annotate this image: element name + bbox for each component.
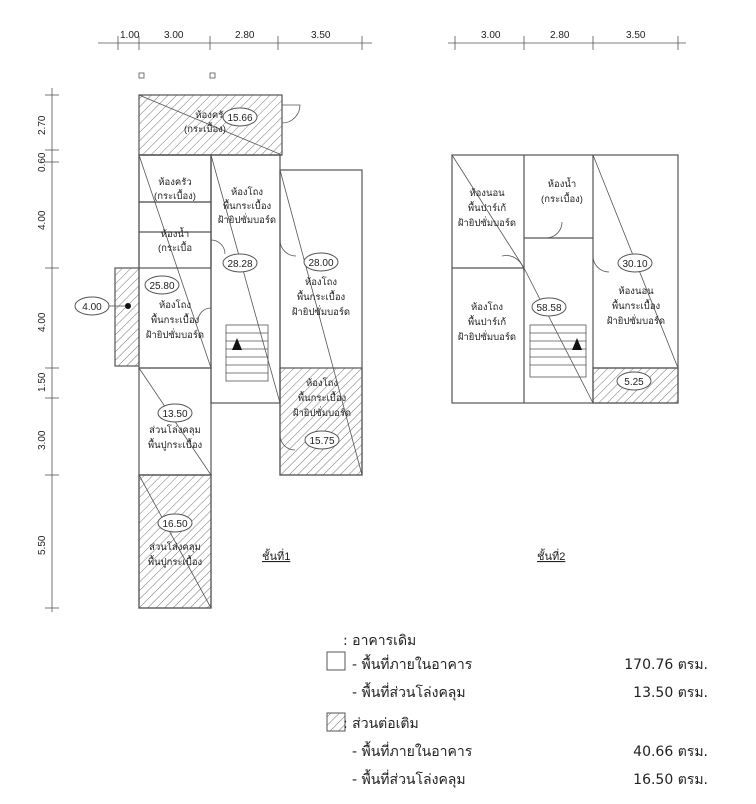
area-bubble: 58.58 bbox=[531, 297, 567, 317]
dim-f1-top-4: 3.50 bbox=[311, 30, 331, 41]
room-hall-right-floor: พื้นกระเบื้อง bbox=[297, 290, 345, 303]
room-hall-mid-name: ห้องโถง bbox=[231, 186, 263, 198]
room-kitchen-floor: (กระเบื้อง) bbox=[154, 189, 196, 202]
room-bath1-name: ห้องน้ำ bbox=[161, 227, 189, 240]
top-dimension-line-floor1 bbox=[98, 36, 372, 50]
column-marker bbox=[125, 303, 131, 309]
legend-extension-open-value: 16.50 ตรม. bbox=[633, 772, 708, 788]
room-hall-left-name: ห้องโถง bbox=[159, 299, 191, 311]
stair-arrow-icon bbox=[232, 338, 242, 350]
svg-text:5.25: 5.25 bbox=[624, 377, 644, 388]
dim-left-5: 1.50 bbox=[37, 372, 48, 392]
legend-swatch-extension bbox=[326, 712, 346, 732]
dim-f1-top-2: 3.00 bbox=[164, 30, 184, 41]
svg-text:15.75: 15.75 bbox=[309, 436, 334, 447]
room-bath1-floor: (กระเบื้อ bbox=[158, 241, 192, 254]
stair-arrow-icon-floor2 bbox=[572, 338, 582, 350]
room-bed1-ceiling: ฝ้ายิปซั่มบอร์ด bbox=[458, 216, 516, 229]
area-bubble: 25.80 bbox=[144, 275, 180, 295]
room-hall-mid-ceiling: ฝ้ายิปซั่มบอร์ด bbox=[218, 213, 276, 226]
room-hall2-ceiling: ฝ้ายิปซั่มบอร์ด bbox=[458, 330, 516, 343]
room-hall-right-name: ห้องโถง bbox=[305, 276, 337, 288]
area-bubble: 28.00 bbox=[303, 252, 339, 272]
legend-extension-interior-label: - พื้นที่ภายในอาคาร bbox=[352, 744, 473, 760]
room-porch-floor: พื้นปูกระเบื้อง bbox=[148, 438, 202, 451]
svg-text:13.50: 13.50 bbox=[162, 409, 187, 420]
room-bath2-floor: (กระเบื้อง) bbox=[541, 192, 583, 205]
room-kitchen-top-floor: (กระเบื้อง) bbox=[184, 122, 226, 135]
dim-left-3: 4.00 bbox=[37, 210, 48, 230]
room-bed1-name: ห้องนอน bbox=[469, 188, 505, 199]
room-hall-ext-name: ห้องโถง bbox=[306, 377, 338, 389]
legend-extension-open-label: - พื้นที่ส่วนโล่งคลุม bbox=[352, 772, 466, 788]
room-bed2-floor: พื้นกระเบื้อง bbox=[612, 299, 660, 312]
room-hall-ext-ceiling: ฝ้ายิปซั่มบอร์ด bbox=[293, 406, 351, 419]
floor1-plan bbox=[114, 72, 363, 609]
room-porch-name: ส่วนโล่งคลุม bbox=[149, 424, 201, 436]
svg-text:58.58: 58.58 bbox=[536, 303, 561, 314]
svg-text:16.50: 16.50 bbox=[162, 519, 187, 530]
area-bubble: 15.66 bbox=[222, 107, 258, 127]
room-porch-ext-name: ส่วนโล่งคลุม bbox=[149, 541, 201, 553]
room-hall-ext-floor: พื้นกระเบื้อง bbox=[298, 391, 346, 404]
legend-existing-open-label: - พื้นที่ส่วนโล่งคลุม bbox=[352, 685, 466, 701]
dim-left-7: 5.50 bbox=[37, 535, 48, 555]
room-bath2-name: ห้องน้ำ bbox=[548, 177, 576, 190]
dim-left-6: 3.00 bbox=[37, 430, 48, 450]
svg-text:25.80: 25.80 bbox=[149, 281, 174, 292]
room-hall-left-floor: พื้นกระเบื้อง bbox=[151, 313, 199, 326]
top-dimension-line-floor2 bbox=[448, 36, 686, 50]
legend-swatch-existing bbox=[326, 651, 346, 671]
room-hall2-floor: พื้นปาร์เก้ bbox=[468, 315, 506, 328]
left-dimension-line bbox=[45, 88, 59, 612]
legend-existing-interior-label: - พื้นที่ภายในอาคาร bbox=[352, 657, 473, 673]
area-bubble: 30.10 bbox=[617, 253, 653, 273]
hatch-side-extension bbox=[114, 267, 140, 367]
dim-left-4: 4.00 bbox=[37, 312, 48, 332]
dim-f2-top-1: 3.00 bbox=[481, 30, 501, 41]
svg-text:4.00: 4.00 bbox=[82, 302, 102, 313]
svg-text:28.00: 28.00 bbox=[308, 258, 333, 269]
room-kitchen-top-name: ห้องครัว bbox=[195, 110, 228, 121]
dim-f1-top-3: 2.80 bbox=[235, 30, 255, 41]
legend-existing-heading: : อาคารเดิม bbox=[343, 633, 417, 649]
room-hall-mid-floor: พื้นกระเบื้อง bbox=[223, 199, 271, 212]
legend-extension-heading: : ส่วนต่อเติม bbox=[343, 716, 419, 732]
floor2-title: ชั้นที่2 bbox=[537, 548, 565, 563]
room-hall2-name: ห้องโถง bbox=[471, 301, 503, 313]
area-bubble: 13.50 bbox=[157, 403, 193, 423]
area-bubble: 16.50 bbox=[157, 513, 193, 533]
room-bed1-floor: พื้นปาร์เก้ bbox=[468, 201, 506, 214]
room-bed2-name: ห้องนอน bbox=[618, 286, 654, 297]
room-kitchen-name: ห้องครัว bbox=[158, 177, 191, 188]
legend-existing-interior-value: 170.76 ตรม. bbox=[624, 657, 708, 673]
area-bubble: 4.00 bbox=[74, 296, 110, 316]
room-bed2-ceiling: ฝ้ายิปซั่มบอร์ด bbox=[607, 314, 665, 327]
svg-text:30.10: 30.10 bbox=[622, 259, 647, 270]
floor1-title: ชั้นที่1 bbox=[262, 548, 290, 563]
legend-existing-open-value: 13.50 ตรม. bbox=[633, 685, 708, 701]
svg-text:15.66: 15.66 bbox=[227, 113, 252, 124]
area-bubble: 28.28 bbox=[222, 253, 258, 273]
dim-f2-top-3: 3.50 bbox=[626, 30, 646, 41]
room-porch-ext-floor: พื้นปูกระเบื้อง bbox=[148, 555, 202, 568]
room-hall-left-ceiling: ฝ้ายิปซั่มบอร์ด bbox=[146, 328, 204, 341]
dim-f1-top-1: 1.00 bbox=[120, 30, 140, 41]
dim-left-2: 0.60 bbox=[37, 152, 48, 172]
dim-f2-top-2: 2.80 bbox=[550, 30, 570, 41]
area-bubble: 5.25 bbox=[616, 371, 652, 391]
svg-text:28.28: 28.28 bbox=[227, 259, 252, 270]
area-bubble: 15.75 bbox=[304, 430, 340, 450]
room-hall-right-ceiling: ฝ้ายิปซั่มบอร์ด bbox=[292, 305, 350, 318]
dim-left-1: 2.70 bbox=[37, 115, 48, 135]
legend-extension-interior-value: 40.66 ตรม. bbox=[633, 744, 708, 760]
